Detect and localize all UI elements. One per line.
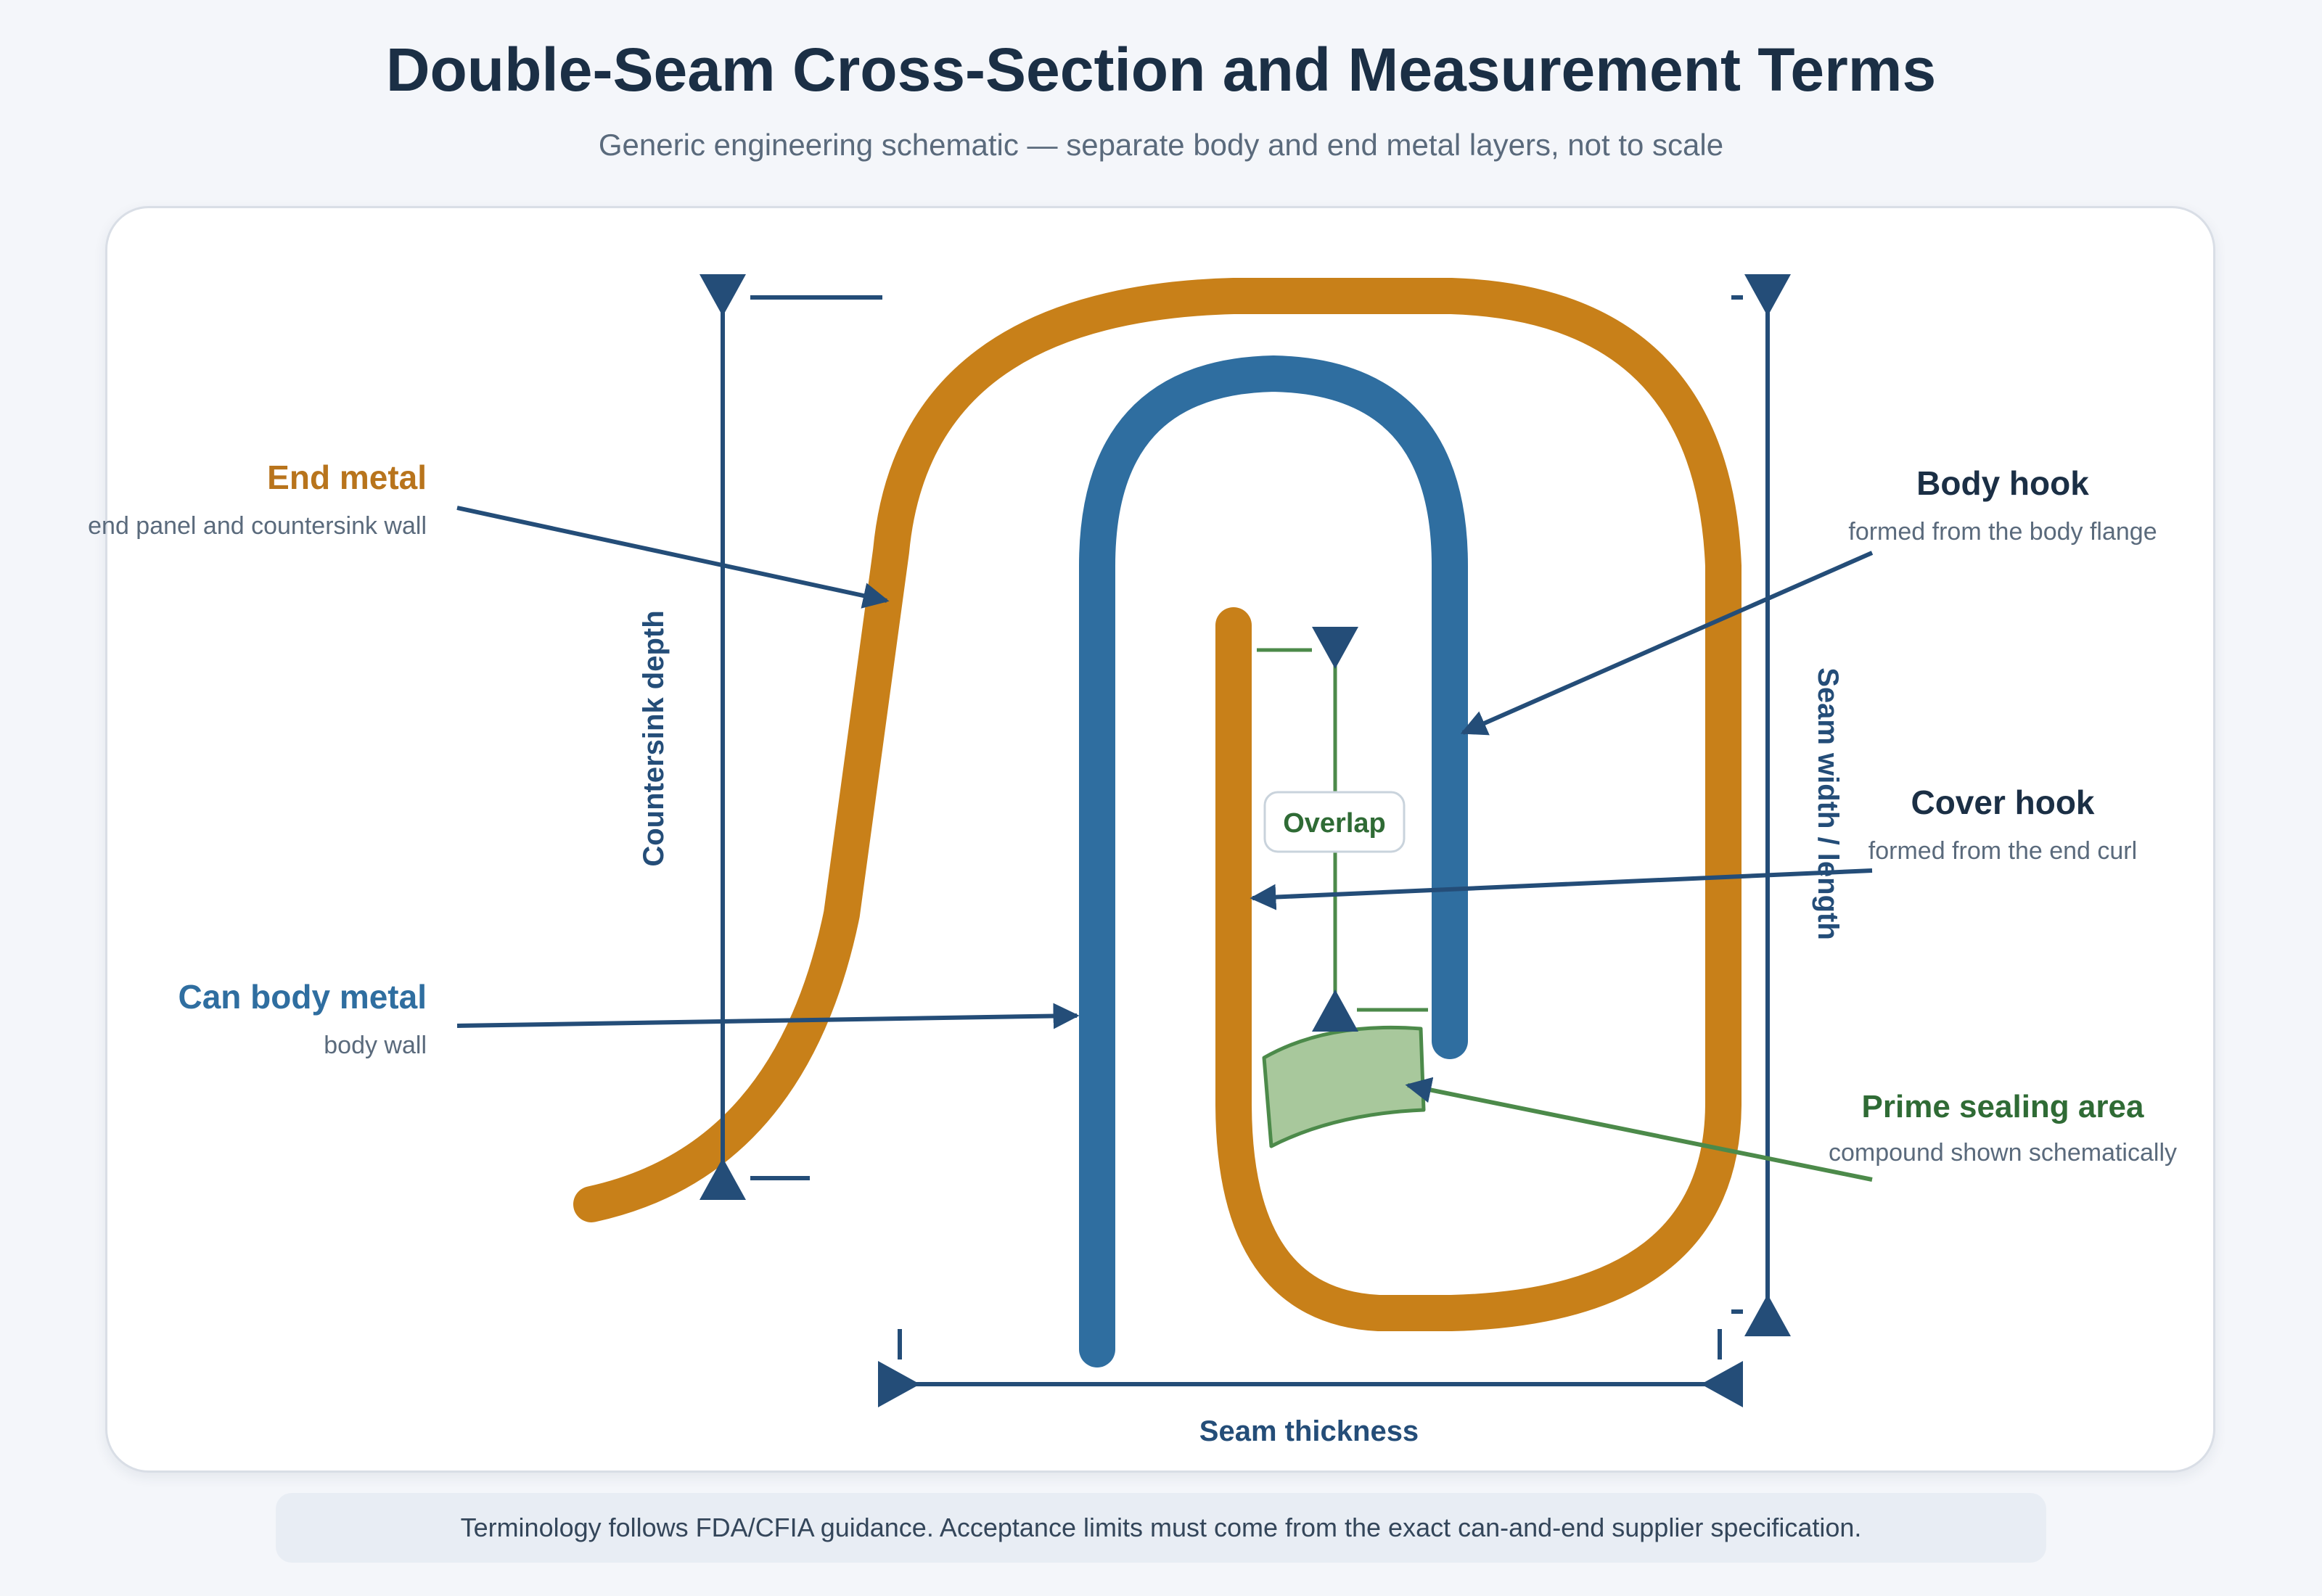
overlap-label-box (1263, 791, 1406, 853)
countersink-depth-label: Countersink depth (638, 610, 670, 866)
page-subtitle: Generic engineering schematic — separate… (598, 128, 1724, 162)
seam-thickness-dimension: Seam thickness (878, 1329, 1743, 1447)
body-hook-title: Body hook (1916, 464, 2089, 502)
seam-thickness-label: Seam thickness (1199, 1415, 1419, 1447)
sealing-compound (1262, 1025, 1426, 1148)
cover-hook-desc: formed from the end curl (1868, 837, 2137, 865)
seam-width-dimension: Seam width / length (1731, 274, 1844, 1336)
sealing-area-leader (1405, 1077, 1873, 1182)
body-hook-leader (1460, 551, 1874, 736)
can-body-metal-title: Can body metal (178, 978, 427, 1016)
seam-width-label: Seam width / length (1812, 667, 1844, 940)
body-hook-desc: formed from the body flange (1848, 518, 2157, 546)
prime-sealing-area-title: Prime sealing area (1862, 1089, 2144, 1124)
end-metal-title: End metal (267, 458, 427, 496)
cover-hook-title: Cover hook (1911, 783, 2094, 821)
can-body-metal-layer (1079, 355, 1468, 1367)
end-metal-leader (456, 506, 890, 609)
page-title: Double-Seam Cross-Section and Measuremen… (385, 36, 1937, 104)
prime-sealing-area-desc: compound shown schematically (1829, 1139, 2177, 1167)
overlap-label: Overlap (1283, 808, 1386, 839)
can-body-metal-desc: body wall (324, 1032, 427, 1059)
can-body-leader (456, 1003, 1080, 1029)
end-metal-layer (573, 278, 1742, 1331)
cover-hook-leader (1250, 868, 1873, 910)
end-metal-desc: end panel and countersink wall (88, 512, 427, 540)
footnote: Terminology follows FDA/CFIA guidance. A… (276, 1493, 2046, 1563)
countersink-depth-dimension: Countersink depth (638, 274, 882, 1200)
overlap-dimension: Overlap (1257, 627, 1428, 1032)
